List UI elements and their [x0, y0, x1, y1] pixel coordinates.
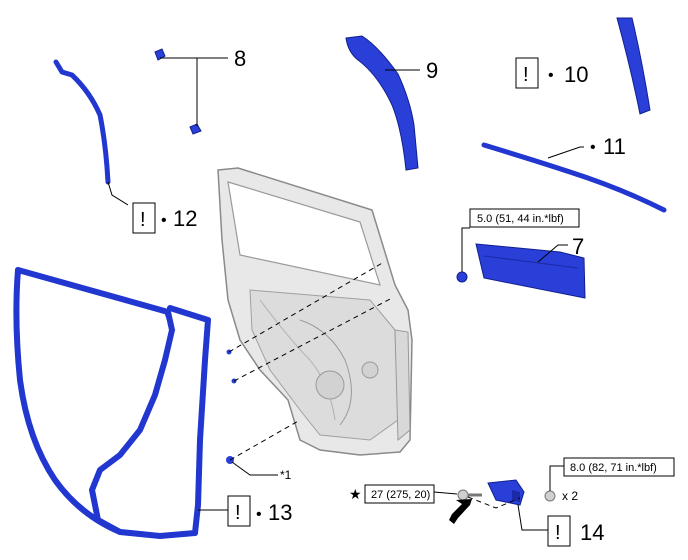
replace-box-13 [227, 495, 251, 527]
leader-12 [107, 181, 129, 206]
leader-11 [547, 146, 584, 159]
part-8-clips [154, 48, 202, 135]
part-12-strip [53, 59, 111, 185]
leader-8 [160, 57, 228, 126]
bullet-12: • [161, 212, 167, 229]
bullet-10: • [548, 67, 554, 84]
dash-line-4 [467, 496, 521, 509]
torque-box-2-frame [563, 457, 675, 477]
callout-12: 12 [173, 206, 197, 231]
replace-mark-12: ! [140, 209, 146, 231]
star-mark: ★ [349, 486, 362, 502]
callout-star1: *1 [280, 468, 292, 482]
part-7-handle-frame [456, 243, 586, 299]
part-14-door-check [457, 479, 556, 506]
door-panel [217, 167, 413, 456]
torque-label-2: 8.0 (82, 71 in.*lbf) [570, 462, 657, 474]
leader-7 [537, 244, 568, 263]
callout-7: 7 [572, 234, 584, 259]
replace-mark-10: ! [523, 64, 529, 86]
part-10-pillar [616, 17, 651, 115]
torque-box-1-frame [469, 208, 580, 228]
leader-14 [517, 504, 548, 531]
part-9-moulding [345, 35, 419, 171]
replace-mark-13: ! [235, 502, 241, 524]
callout-10: 10 [564, 62, 588, 87]
callout-11: 11 [603, 134, 626, 159]
replace-box-12 [132, 202, 156, 234]
leader-t3 [433, 491, 458, 495]
torque-box-3-frame [364, 484, 435, 504]
torque-label-1: 5.0 (51, 44 in.*lbf) [477, 213, 564, 225]
dash-line-3 [229, 419, 301, 461]
qty-label: x 2 [562, 489, 578, 503]
callout-8: 8 [234, 46, 246, 71]
leader-t1 [461, 227, 470, 272]
replace-mark-14: ! [555, 522, 561, 544]
dash-line-2 [233, 297, 393, 382]
callout-9: 9 [426, 58, 438, 83]
replace-box-10 [515, 57, 539, 89]
bullet-11: • [590, 139, 596, 156]
arrow-icon [449, 499, 472, 524]
door-clips [226, 349, 237, 464]
callout-14: 14 [580, 520, 604, 545]
bullet-13: • [256, 506, 262, 523]
part-11-belt-moulding [481, 142, 667, 213]
dash-line-1 [228, 261, 385, 353]
leader-t2 [549, 465, 564, 491]
torque-label-3: 27 (275, 20) [371, 489, 430, 501]
replace-box-14 [547, 515, 571, 547]
door-weatherstrip [13, 267, 211, 539]
callout-13: 13 [268, 500, 292, 525]
leader-star1 [231, 461, 278, 476]
